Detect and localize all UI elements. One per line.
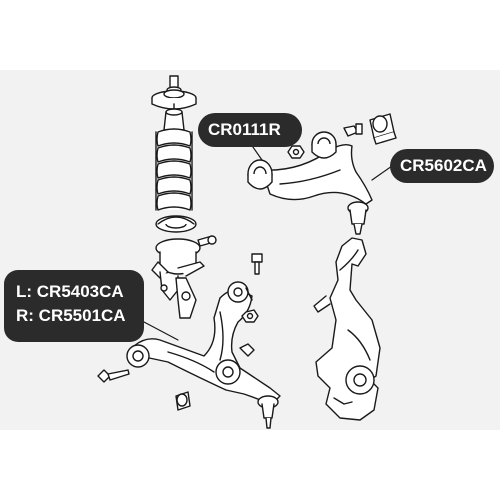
top-mount bbox=[151, 75, 197, 115]
lower-arm-bolt-upper bbox=[251, 253, 263, 275]
lower-ball-joint bbox=[257, 395, 279, 429]
steering-knuckle bbox=[313, 237, 381, 421]
lower-arm-washer bbox=[239, 343, 255, 357]
bushing-bolt bbox=[343, 123, 363, 137]
upper-ball-joint bbox=[347, 201, 369, 235]
lower-arm-bolt-long bbox=[97, 369, 130, 383]
callout-cr0111r: CR0111R bbox=[198, 113, 302, 147]
damper-body bbox=[151, 238, 205, 319]
leader-cr5602ca bbox=[371, 165, 393, 181]
bushing-nut bbox=[287, 145, 305, 159]
strut-bolt bbox=[197, 235, 217, 247]
lower-arm-nut bbox=[241, 309, 259, 323]
lower-arm-front-bushing bbox=[126, 344, 150, 368]
callout-left-part: L: CR5403CA bbox=[16, 282, 124, 301]
lower-arm-rear-bushing bbox=[215, 359, 241, 385]
spring-seat bbox=[155, 215, 197, 233]
coil-spring bbox=[155, 128, 193, 211]
callout-lower-arm: L: CR5403CA R: CR5501CA bbox=[4, 270, 144, 342]
lower-arm-spare-bushing bbox=[175, 391, 191, 411]
callout-right-part: R: CR5501CA bbox=[16, 306, 126, 325]
upper-arm-bushing-front bbox=[247, 159, 273, 190]
spare-bushing bbox=[369, 113, 397, 145]
callout-cr5602ca: CR5602CA bbox=[390, 149, 494, 183]
lower-arm-top-bushing bbox=[227, 281, 253, 303]
lower-control-arm bbox=[133, 288, 281, 405]
spring-bump-stop bbox=[163, 108, 185, 131]
leader-lower-arm bbox=[143, 321, 179, 341]
upper-arm-bushing-rear bbox=[311, 131, 337, 159]
